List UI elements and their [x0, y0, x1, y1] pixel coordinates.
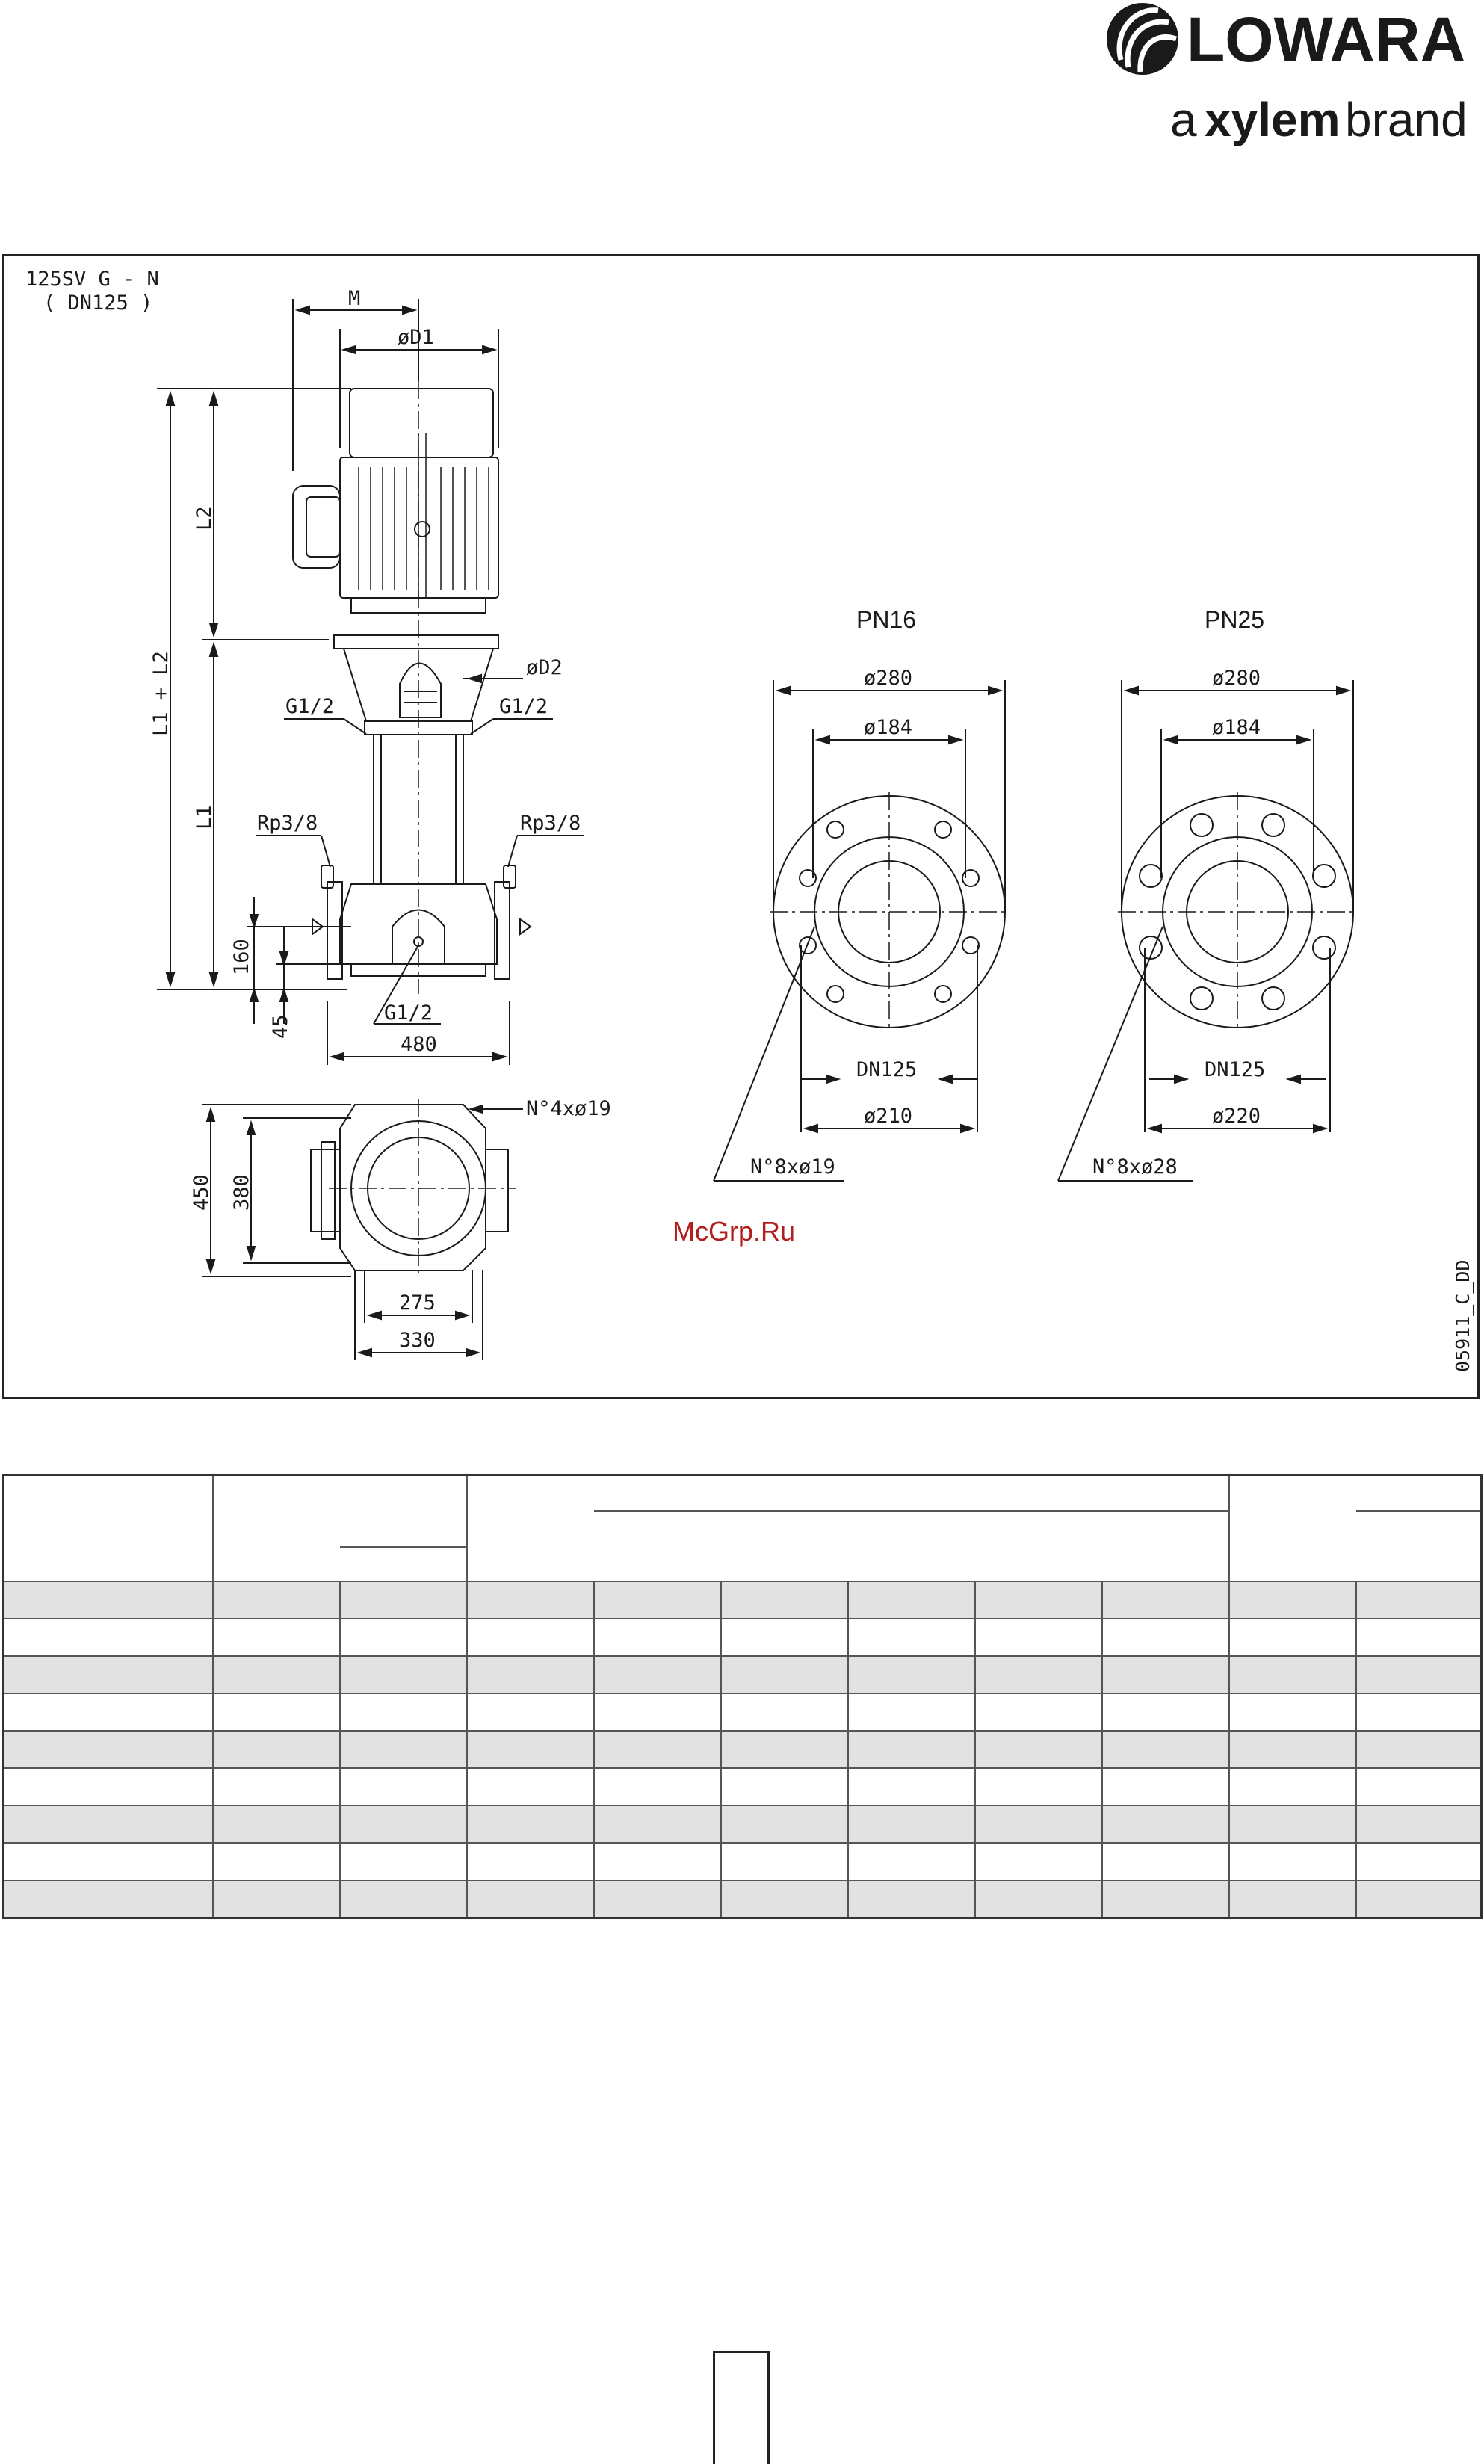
label-g12-bottom: G1/2 [384, 1001, 433, 1025]
header-cell [4, 1475, 213, 1582]
pn16-outer: ø280 [864, 667, 912, 690]
pn16-holes: N°8xø19 [750, 1155, 835, 1179]
header-cell [1355, 1475, 1482, 1582]
pn25-outer: ø280 [1212, 667, 1261, 690]
lowara-swirl-icon [1107, 3, 1178, 75]
dim-160: 160 [230, 939, 253, 975]
header-cell [720, 1475, 848, 1582]
dim-450: 450 [190, 1174, 213, 1211]
header-cell [974, 1475, 1102, 1582]
drawing-code: 05911_C_DD [1452, 1259, 1474, 1372]
flange-pn25: PN25 ø280 ø184 DN125 [1057, 606, 1357, 1182]
technical-drawing: 125SV G - N ( DN125 ) [25, 268, 1474, 1372]
model-label: 125SV G - N [25, 268, 159, 291]
size-label: ( DN125 ) [43, 291, 152, 315]
tagline-suffix: brand [1345, 93, 1468, 146]
header-cell [339, 1475, 467, 1582]
dim-l1-l2: L1 + L2 [149, 651, 173, 736]
pn25-holes: N°8xø28 [1092, 1155, 1178, 1179]
header-cell [593, 1475, 721, 1582]
header-cell [847, 1475, 975, 1582]
pn16-bottom: ø210 [864, 1105, 912, 1128]
pump-side-view [292, 381, 532, 994]
dim-275: 275 [399, 1291, 436, 1315]
dim-d2: øD2 [526, 656, 563, 679]
header-cell [466, 1475, 594, 1581]
flange-pn16: PN16 ø280 ø184 DN125 [713, 606, 1009, 1182]
pn16-dn: DN125 [856, 1058, 917, 1081]
dim-l1: L1 [193, 805, 216, 830]
pump-base [339, 883, 498, 965]
lowara-logo: LOWARA a xylem brand [1106, 0, 1484, 157]
label-bolts: N°4xø19 [526, 1097, 611, 1120]
table-row [3, 1842, 1482, 1880]
dim-m: M [348, 287, 360, 310]
flange-pn25-title: PN25 [1205, 606, 1264, 633]
dim-d1: øD1 [398, 326, 434, 349]
logo-wordmark: LOWARA [1187, 4, 1465, 75]
page-number-box [713, 2351, 770, 2464]
watermark-text: McGrp.Ru [673, 1216, 795, 1247]
table-header-row [4, 1475, 1482, 1582]
motor-body [339, 457, 499, 599]
dim-330: 330 [399, 1329, 436, 1352]
tagline-brand: xylem [1205, 93, 1340, 146]
pn25-pcd: ø184 [1212, 716, 1261, 739]
pump-plan-view: N°4xø19 450 380 275 330 [190, 1097, 611, 1360]
label-rp-left: Rp3/8 [257, 812, 318, 835]
pn16-bolt-holes [799, 821, 980, 1003]
header-cell [1228, 1475, 1356, 1581]
table-row [3, 1581, 1482, 1619]
label-g12-left: G1/2 [285, 695, 334, 718]
dim-380: 380 [230, 1174, 253, 1211]
table-row [3, 1693, 1482, 1731]
dim-l2: L2 [193, 506, 216, 531]
dimensions-table [2, 1474, 1483, 1919]
inlet-flange [327, 881, 343, 980]
label-g12-right: G1/2 [499, 695, 548, 718]
terminal-box [292, 485, 341, 569]
dim-480: 480 [401, 1033, 437, 1056]
label-rp-right: Rp3/8 [520, 812, 581, 835]
header-cell [211, 1475, 340, 1581]
table-row [3, 1880, 1482, 1918]
outlet-flange [494, 881, 510, 980]
pn25-bottom: ø220 [1212, 1105, 1261, 1128]
motor-top [349, 388, 494, 458]
tagline-prefix: a [1170, 93, 1197, 146]
table-row [3, 1730, 1482, 1768]
flange-pn16-title: PN16 [856, 606, 916, 633]
side-dimensions: M øD1 L2 L1 + L2 L1 øD2 G1/2 G1/2 [149, 287, 584, 1065]
pn25-dn: DN125 [1205, 1058, 1265, 1081]
header-cell [1101, 1475, 1229, 1582]
table-row [3, 1767, 1482, 1806]
drawing-frame [2, 254, 1480, 1399]
dim-45: 45 [269, 1014, 292, 1039]
pn16-pcd: ø184 [864, 716, 912, 739]
table-row [3, 1618, 1482, 1656]
table-row [3, 1805, 1482, 1843]
table-row [3, 1655, 1482, 1693]
